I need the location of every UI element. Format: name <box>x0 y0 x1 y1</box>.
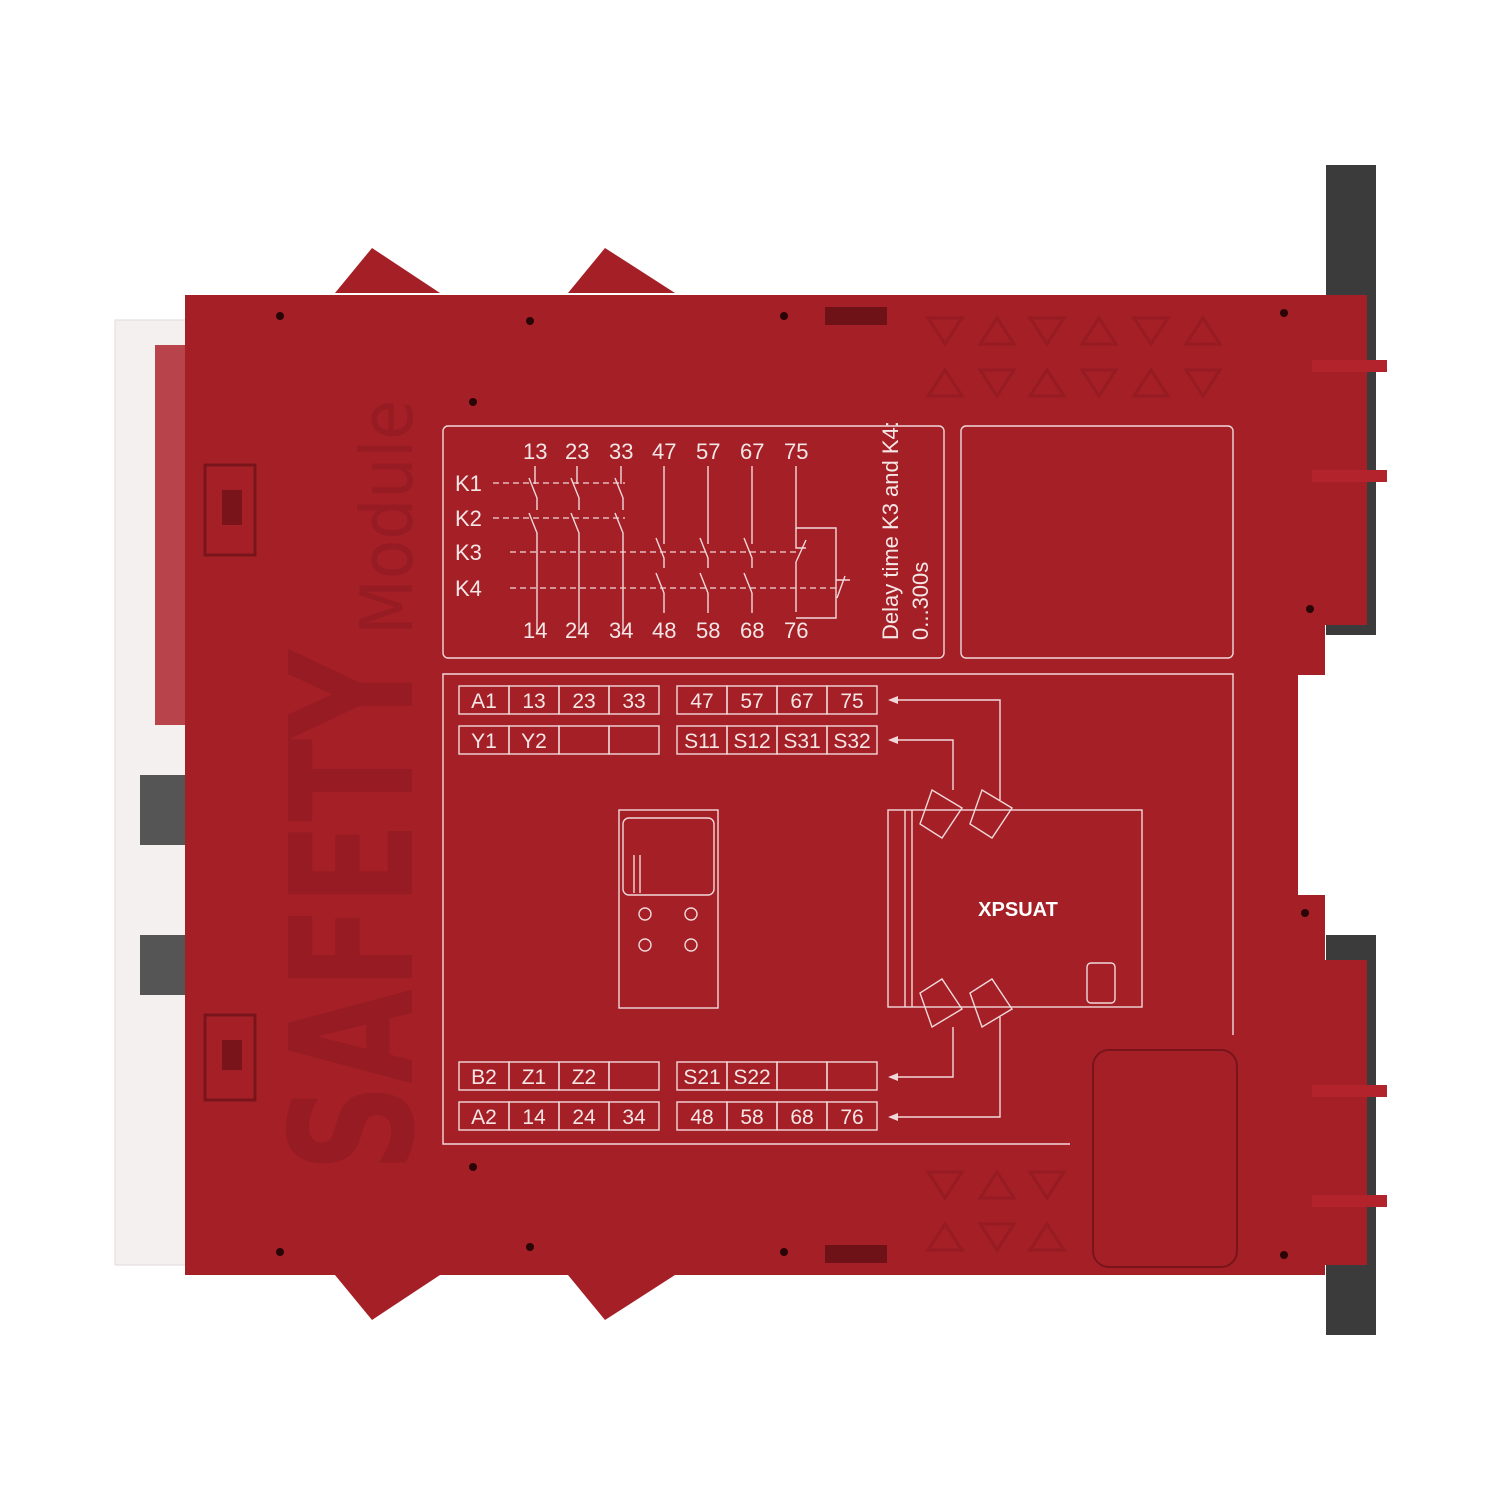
bottom-slot <box>825 1245 887 1263</box>
top-terminal-label: 13 <box>523 439 547 464</box>
terminal-label: S21 <box>683 1066 720 1089</box>
bottom-terminal-label: 76 <box>784 618 808 643</box>
terminal-label: 34 <box>622 1106 646 1129</box>
arrowheads <box>888 696 898 1121</box>
terminal-label: S22 <box>733 1066 770 1089</box>
terminal-label: 76 <box>840 1106 863 1129</box>
terminal-label: 57 <box>740 690 763 713</box>
terminal-cell <box>608 1061 660 1091</box>
terminal-label: 24 <box>572 1106 596 1129</box>
terminal-label: 58 <box>740 1106 763 1129</box>
terminal-cell <box>826 725 878 755</box>
terminal-label: S31 <box>783 730 820 753</box>
latch-rib <box>1312 360 1387 372</box>
module-housing <box>185 295 1325 1275</box>
terminal-label: 23 <box>572 690 595 713</box>
model-label: XPSUAT <box>978 899 1058 921</box>
bottom-terminal-label: 24 <box>565 618 589 643</box>
latch-rib <box>1312 470 1387 482</box>
terminal-label: 48 <box>690 1106 713 1129</box>
relay-label: K3 <box>455 540 482 565</box>
terminal-label: B2 <box>471 1066 497 1089</box>
bottom-terminal-label: 58 <box>696 618 720 643</box>
terminal-label: 33 <box>622 690 645 713</box>
top-terminal-label: 47 <box>652 439 676 464</box>
cover-hinge <box>203 1013 257 1102</box>
top-terminal-label: 33 <box>609 439 633 464</box>
terminal-label: S12 <box>733 730 770 753</box>
terminal-label: 75 <box>840 690 863 713</box>
relay-label: K1 <box>455 471 482 496</box>
safety-watermark: SAFETY <box>255 649 453 1172</box>
terminal-cell <box>608 1101 660 1131</box>
terminal-cell <box>826 1101 878 1131</box>
terminal-cell <box>608 725 660 755</box>
bottom-terminal-label: 48 <box>652 618 676 643</box>
terminal-label: A2 <box>471 1106 497 1129</box>
relay-label: K2 <box>455 506 482 531</box>
contact-schematic: 13 23 33 47 57 67 75 14 24 34 48 58 68 7… <box>455 421 933 643</box>
bottom-connector-tab <box>568 1275 675 1320</box>
terminal-cell <box>608 685 660 715</box>
terminal-label: 67 <box>790 690 813 713</box>
terminal-label: 47 <box>690 690 713 713</box>
bottom-terminal-label: 14 <box>523 618 547 643</box>
top-terminal-label: 23 <box>565 439 589 464</box>
latch-rib <box>1312 1085 1387 1097</box>
terminal-label: Y2 <box>521 730 547 753</box>
bottom-terminal-label: 68 <box>740 618 764 643</box>
front-cover-red-insert <box>155 345 187 725</box>
terminal-label: A1 <box>471 690 497 713</box>
side-view-drawing <box>887 788 1143 1029</box>
terminal-label: S11 <box>684 730 720 753</box>
terminal-label: Y1 <box>471 730 497 753</box>
top-terminal-label: 75 <box>784 439 808 464</box>
delay-note: Delay time K3 and K4: <box>878 421 903 640</box>
front-view-drawing <box>618 809 719 1009</box>
terminal-label: S32 <box>833 730 870 753</box>
rail-latch-bottom <box>1312 960 1367 1265</box>
terminal-label: Z2 <box>572 1066 597 1089</box>
vent-pattern <box>925 315 1223 1253</box>
wiring-arrows <box>890 699 1001 1118</box>
label-area <box>960 425 1234 659</box>
terminal-label: 68 <box>790 1106 813 1129</box>
terminal-cell <box>826 685 878 715</box>
top-terminal-label: 67 <box>740 439 764 464</box>
latch-rib <box>1312 1195 1387 1207</box>
relay-label: K4 <box>455 576 482 601</box>
top-connector-tab <box>568 248 675 293</box>
top-terminal-label: 57 <box>696 439 720 464</box>
rivets <box>276 309 1314 1259</box>
terminal-label: 14 <box>522 1106 546 1129</box>
schematic-panel <box>442 425 945 659</box>
terminal-label: Z1 <box>522 1066 547 1089</box>
bottom-terminal-label: 34 <box>609 618 633 643</box>
cover-hinge <box>203 463 257 557</box>
top-connector-tab <box>335 248 440 293</box>
bottom-connector-tab <box>335 1275 440 1320</box>
terminal-cell <box>826 1061 878 1091</box>
module-watermark: Module <box>345 400 429 635</box>
potentiometer-knob[interactable] <box>140 935 185 995</box>
rail-latch-top <box>1312 295 1367 625</box>
delay-range: 0...300s <box>908 562 933 640</box>
top-slot <box>825 307 887 325</box>
wiring-panel <box>442 673 1234 1145</box>
potentiometer-knob[interactable] <box>140 775 185 845</box>
terminal-label: 13 <box>522 690 545 713</box>
label-recess <box>1092 1049 1238 1268</box>
